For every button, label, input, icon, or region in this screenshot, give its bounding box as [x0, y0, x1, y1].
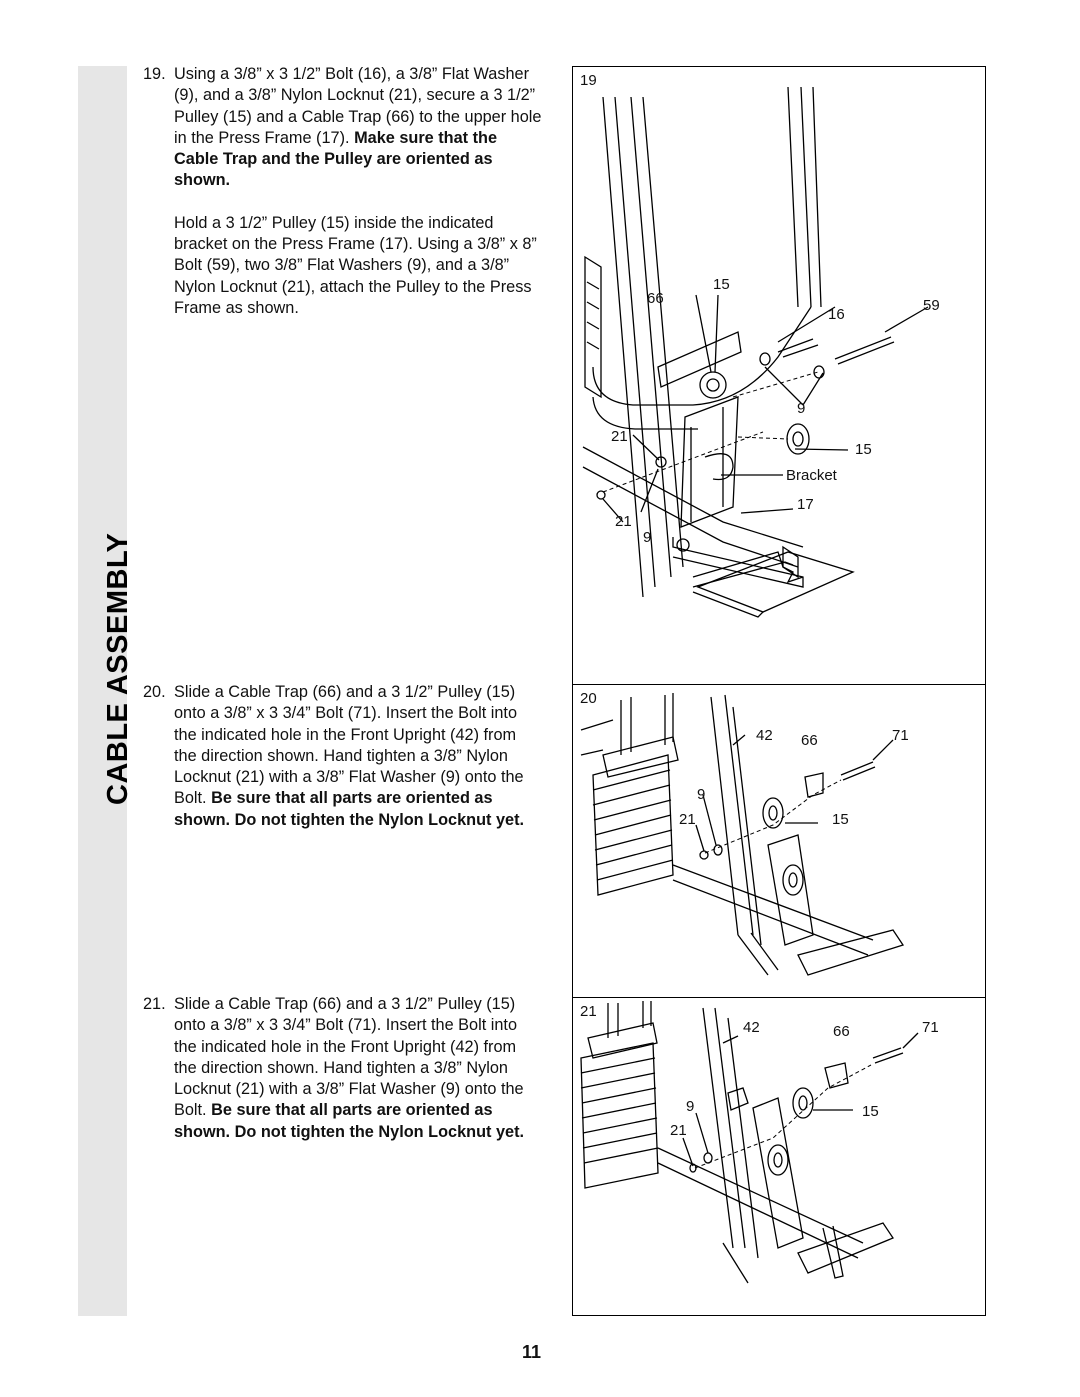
figure-19-panel: 19 66 15 16 59 9 21 15 Bracket 17 21 9	[572, 66, 986, 686]
part-label-66: 66	[833, 1023, 850, 1040]
bracket-label: Bracket	[786, 467, 837, 484]
step-text-2: Hold a 3 1/2” Pulley (15) inside the ind…	[174, 213, 537, 317]
part-label-21: 21	[670, 1122, 687, 1139]
step-emphasis: Be sure that all parts are oriented as s…	[174, 1101, 525, 1141]
part-label-15: 15	[862, 1103, 879, 1120]
part-label-66: 66	[647, 290, 664, 307]
step-21: 21. Slide a Cable Trap (66) and a 3 1/2”…	[143, 994, 543, 1143]
step-emphasis: Be sure that all parts are oriented as s…	[174, 789, 525, 829]
figure-19-drawing	[582, 86, 929, 618]
step-number: 21.	[143, 995, 166, 1013]
part-label-15: 15	[713, 276, 730, 293]
step-number: 20.	[143, 683, 166, 701]
page-number: 11	[522, 1342, 542, 1362]
part-label-71: 71	[892, 727, 909, 744]
part-label-15: 15	[855, 441, 872, 458]
step-emphasis: Make sure that the Cable Trap and the Pu…	[174, 128, 498, 190]
step-20: 20. Slide a Cable Trap (66) and a 3 1/2”…	[143, 682, 543, 831]
part-label-16: 16	[828, 306, 845, 323]
figure-number: 19	[580, 72, 597, 89]
part-label-9: 9	[643, 529, 652, 546]
figure-number: 21	[580, 1003, 597, 1020]
figure-number: 20	[580, 690, 597, 707]
part-label-15: 15	[832, 811, 849, 828]
part-label-59: 59	[923, 297, 940, 314]
figure-21-drawing	[580, 1001, 919, 1284]
figure-21-panel: 21 42 66 71 9 21 15	[572, 997, 986, 1316]
part-label-17: 17	[797, 496, 814, 513]
part-label-42: 42	[756, 727, 773, 744]
figure-20-drawing	[580, 693, 905, 976]
part-label-21: 21	[615, 513, 632, 530]
part-label-66: 66	[801, 732, 818, 749]
part-label-9: 9	[797, 400, 806, 417]
part-label-9: 9	[686, 1098, 695, 1115]
step-19: 19. Using a 3/8” x 3 1/2” Bolt (16), a 3…	[143, 64, 543, 319]
part-label-21: 21	[611, 428, 628, 445]
section-title: CABLE ASSEMBLY	[102, 532, 134, 805]
sidebar-band	[78, 66, 127, 1316]
figure-20-panel: 20 42 66 71 9 21 15	[572, 684, 986, 999]
step-text: Slide a Cable Trap (66) and a 3 1/2” Pul…	[174, 995, 525, 1141]
step-number: 19.	[143, 65, 166, 83]
step-text: Slide a Cable Trap (66) and a 3 1/2” Pul…	[174, 683, 525, 829]
part-label-42: 42	[743, 1019, 760, 1036]
part-label-9: 9	[697, 786, 706, 803]
step-text: Using a 3/8” x 3 1/2” Bolt (16), a 3/8” …	[174, 65, 542, 190]
part-label-71: 71	[922, 1019, 939, 1036]
part-label-21: 21	[679, 811, 696, 828]
